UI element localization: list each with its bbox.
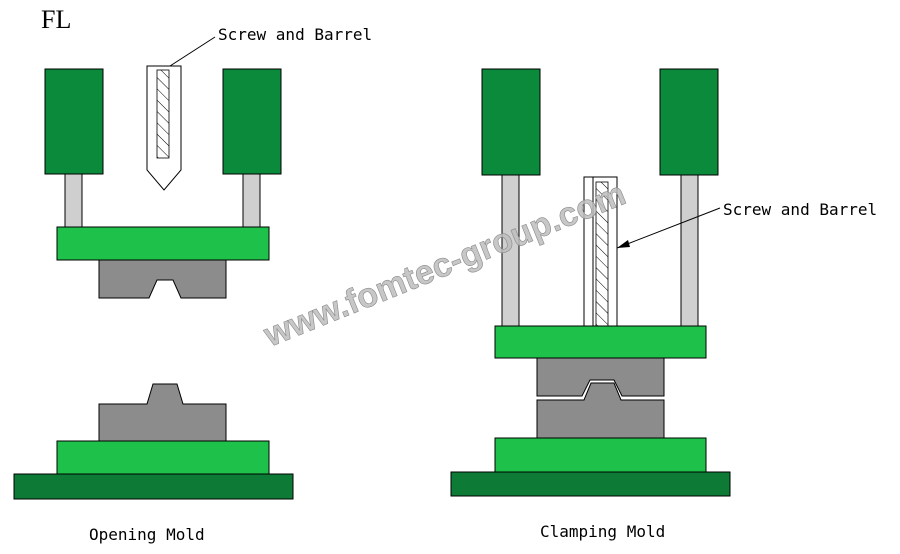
upper-mold-half	[536, 357, 665, 397]
clamping-mold-caption: Clamping Mold	[540, 522, 665, 541]
left-post-block	[44, 68, 104, 175]
fixed-platen	[494, 437, 707, 473]
screw-callout-arrowhead	[617, 240, 630, 248]
lower-mold-half	[536, 382, 665, 439]
right-tie-rod	[242, 173, 261, 229]
screw-callout-leader	[169, 36, 216, 67]
header-code: FL	[41, 5, 71, 34]
opening-mold-diagram: Screw and Barrel Opening Mold	[13, 25, 372, 544]
screw-callout-label: Screw and Barrel	[723, 200, 877, 219]
left-tie-rod	[64, 173, 83, 229]
clamping-mold-diagram: Screw and Barrel Clamping Mold	[450, 68, 877, 541]
screw-callout-label: Screw and Barrel	[218, 25, 372, 44]
right-post-block	[659, 68, 719, 176]
opening-mold-caption: Opening Mold	[89, 525, 205, 544]
right-tie-rod	[680, 174, 699, 327]
lower-mold-half	[98, 383, 227, 442]
screw-hatched-core	[156, 69, 170, 159]
machine-base	[450, 471, 731, 497]
right-post-block	[222, 68, 282, 175]
left-post-block	[481, 68, 541, 176]
moving-platen	[494, 325, 707, 359]
screw-callout-leader	[616, 207, 721, 249]
upper-mold-half	[98, 259, 227, 299]
moving-platen	[56, 226, 270, 261]
machine-base	[13, 473, 294, 500]
fixed-platen	[56, 440, 270, 475]
